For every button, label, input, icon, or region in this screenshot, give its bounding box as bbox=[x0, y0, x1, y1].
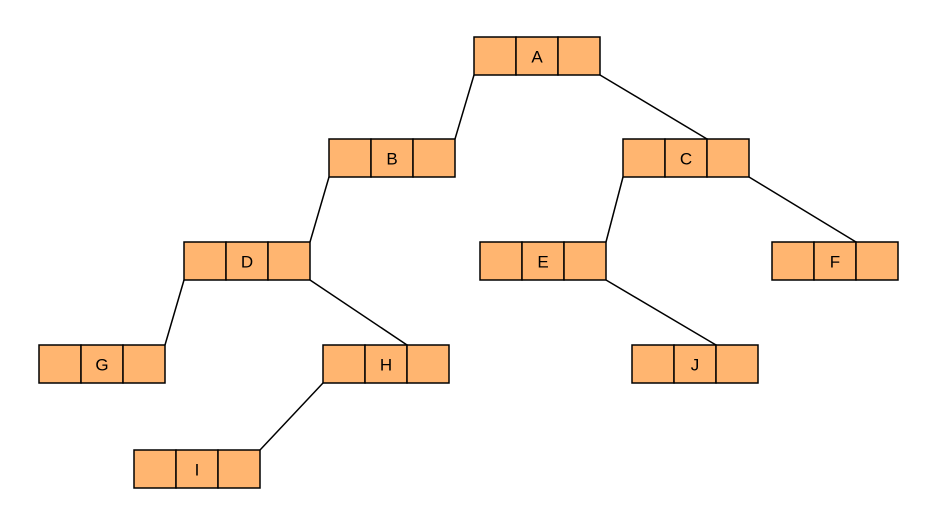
node-label: A bbox=[531, 48, 543, 67]
tree-node-B: B bbox=[328, 138, 456, 178]
left-pointer-cell bbox=[38, 344, 82, 384]
right-pointer-cell bbox=[715, 344, 759, 384]
node-label: D bbox=[241, 253, 253, 272]
right-pointer-cell bbox=[406, 344, 450, 384]
left-pointer-cell bbox=[771, 241, 815, 281]
left-pointer-cell bbox=[322, 344, 366, 384]
value-cell bbox=[673, 344, 717, 384]
node-label: E bbox=[537, 253, 548, 272]
left-pointer-cell bbox=[479, 241, 523, 281]
value-cell bbox=[521, 241, 565, 281]
value-cell bbox=[80, 344, 124, 384]
value-cell bbox=[370, 138, 414, 178]
right-pointer-cell bbox=[122, 344, 166, 384]
left-pointer-cell bbox=[183, 241, 227, 281]
right-pointer-cell bbox=[412, 138, 456, 178]
right-pointer-cell bbox=[563, 241, 607, 281]
edge-A-B bbox=[454, 74, 475, 140]
node-label: B bbox=[386, 150, 397, 169]
edge-C-F bbox=[748, 176, 857, 243]
right-pointer-cell bbox=[267, 241, 311, 281]
node-label: H bbox=[380, 356, 392, 375]
value-cell bbox=[225, 241, 269, 281]
tree-node-J: J bbox=[631, 344, 759, 384]
edge-D-G bbox=[164, 279, 185, 346]
left-pointer-cell bbox=[631, 344, 675, 384]
left-pointer-cell bbox=[473, 36, 517, 76]
tree-node-E: E bbox=[479, 241, 607, 281]
node-label: J bbox=[691, 356, 700, 375]
left-pointer-cell bbox=[622, 138, 666, 178]
value-cell bbox=[813, 241, 857, 281]
left-pointer-cell bbox=[328, 138, 372, 178]
tree-node-H: H bbox=[322, 344, 450, 384]
node-label: C bbox=[680, 150, 692, 169]
node-label: G bbox=[95, 356, 108, 375]
nodes-layer: A B C D E F G H I J bbox=[38, 36, 899, 489]
edge-D-H bbox=[309, 279, 408, 346]
edges-layer bbox=[164, 74, 857, 451]
right-pointer-cell bbox=[557, 36, 601, 76]
value-cell bbox=[664, 138, 708, 178]
edge-A-C bbox=[599, 74, 708, 140]
edge-H-I bbox=[259, 382, 324, 451]
tree-node-I: I bbox=[133, 449, 261, 489]
right-pointer-cell bbox=[217, 449, 261, 489]
value-cell bbox=[175, 449, 219, 489]
tree-node-A: A bbox=[473, 36, 601, 76]
edge-B-D bbox=[309, 176, 330, 243]
tree-node-G: G bbox=[38, 344, 166, 384]
left-pointer-cell bbox=[133, 449, 177, 489]
right-pointer-cell bbox=[706, 138, 750, 178]
tree-node-D: D bbox=[183, 241, 311, 281]
edge-E-J bbox=[605, 279, 717, 346]
edge-C-E bbox=[605, 176, 624, 243]
tree-node-C: C bbox=[622, 138, 750, 178]
node-label: F bbox=[830, 253, 840, 272]
right-pointer-cell bbox=[855, 241, 899, 281]
tree-node-F: F bbox=[771, 241, 899, 281]
node-label: I bbox=[195, 461, 200, 480]
